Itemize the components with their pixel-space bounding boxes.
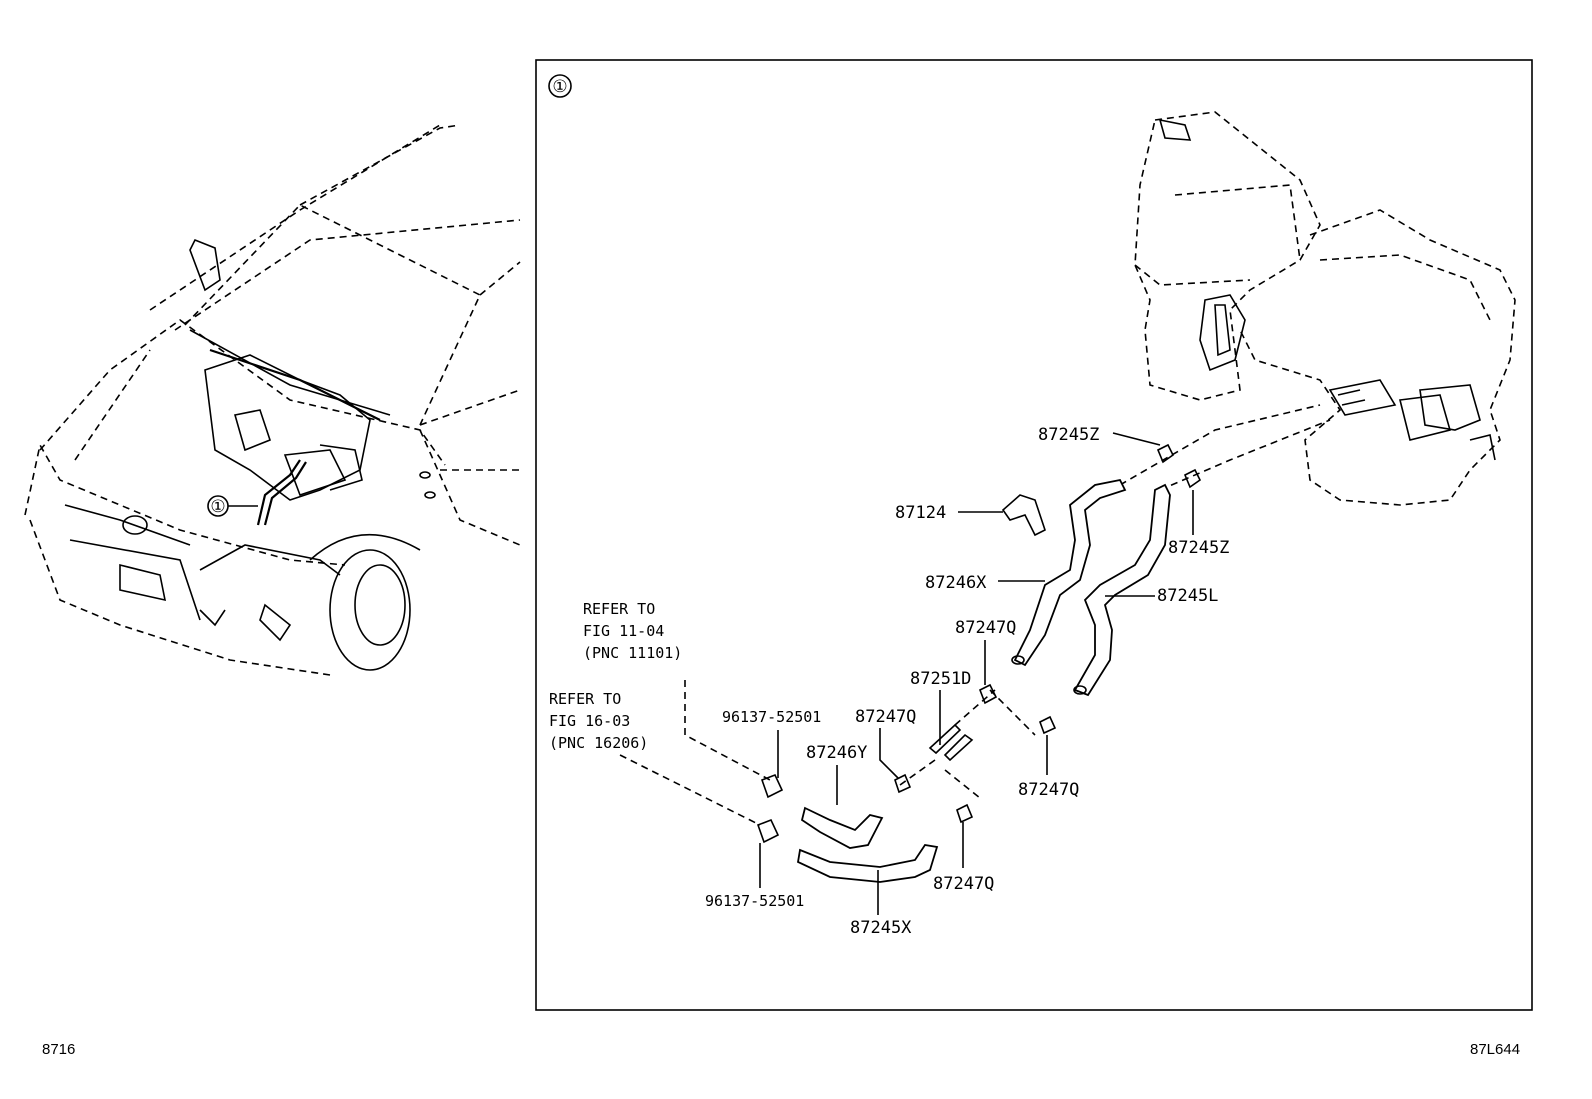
part-label-87245L: 87245L	[1157, 586, 1218, 606]
ref1-line1: REFER TO	[583, 600, 655, 618]
heater-unit-illustration	[1134, 111, 1516, 506]
figure-code-right: 87L644	[1470, 1041, 1520, 1058]
pipe-87251D	[928, 723, 974, 762]
part-label-87245Z-lower: 87245Z	[1168, 538, 1229, 558]
part-label-87124: 87124	[895, 503, 946, 523]
detail-callout-number: ①	[552, 77, 567, 97]
part-label-87245X: 87245X	[850, 918, 912, 938]
part-label-96137-upper: 96137-52501	[722, 708, 821, 726]
car-overview-illustration: ①	[24, 124, 521, 676]
hose-87245X	[797, 844, 939, 883]
clamps	[756, 443, 1202, 844]
ref1-line3: (PNC 11101)	[583, 644, 682, 662]
figure-code-left: 8716	[42, 1041, 75, 1058]
ref2-line1: REFER TO	[549, 690, 621, 708]
part-label-87246Y: 87246Y	[806, 743, 867, 763]
part-label-87247Q-c: 87247Q	[1018, 780, 1079, 800]
assembly-lines	[619, 404, 1331, 826]
part-label-87247Q-d: 87247Q	[933, 874, 994, 894]
part-label-87247Q-a: 87247Q	[955, 618, 1016, 638]
reference-note-1: REFER TO FIG 11-04 (PNC 11101)	[583, 600, 682, 662]
part-label-87246X: 87246X	[925, 573, 987, 593]
ref2-line2: FIG 16-03	[549, 712, 630, 730]
hose-87245L	[1073, 483, 1171, 697]
part-label-87245Z-upper: 87245Z	[1038, 425, 1099, 445]
hose-87246X	[1011, 478, 1127, 667]
part-label-87251D: 87251D	[910, 669, 971, 689]
ref1-line2: FIG 11-04	[583, 622, 664, 640]
reference-note-2: REFER TO FIG 16-03 (PNC 16206)	[549, 690, 648, 752]
leader-lines	[759, 432, 1194, 915]
car-callout-number: ①	[210, 497, 225, 517]
detail-frame	[535, 59, 1533, 1011]
part-label-96137-lower: 96137-52501	[705, 892, 804, 910]
hose-87246Y	[800, 806, 884, 849]
part-label-87247Q-b: 87247Q	[855, 707, 916, 727]
bracket-87124	[1001, 494, 1046, 537]
ref2-line3: (PNC 16206)	[549, 734, 648, 752]
